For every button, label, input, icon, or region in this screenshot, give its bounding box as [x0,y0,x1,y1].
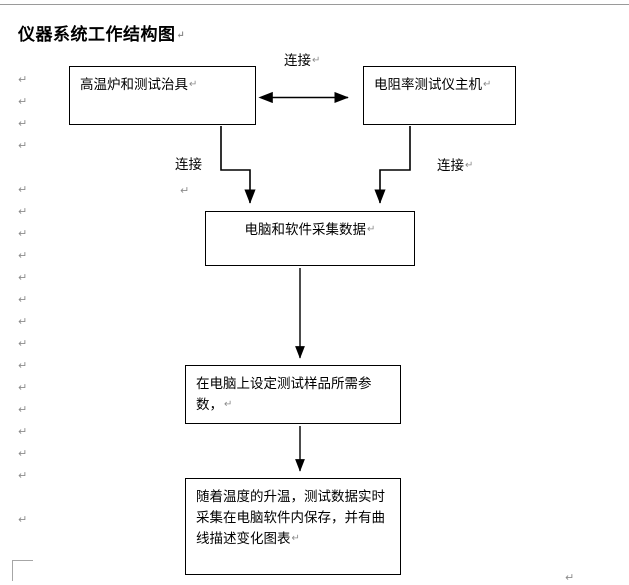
pilcrow-icon: ↵ [224,399,233,410]
paragraph-mark-15: ↵ [18,425,28,438]
flow-node-realtime-record-label: 随着温度的升温，测试数据实时采集在电脑软件内保存，并有曲线描述变化图表↵ [196,489,385,546]
edge-label-connect-top: 连接↵ [284,53,321,68]
top-divider-rule [0,4,629,5]
paragraph-mark-10: ↵ [18,315,28,328]
flow-node-furnace[interactable]: 高温炉和测试治具↵ [69,66,256,125]
pilcrow-icon: ↵ [367,224,376,235]
edge-label-connect-left: 连接 [175,157,202,172]
paragraph-mark-18: ↵ [18,513,28,526]
paragraph-mark-11: ↵ [18,337,28,350]
paragraph-mark-20: ↵ [565,571,575,584]
flow-node-set-parameters-label: 在电脑上设定测试样品所需参数，↵ [196,376,372,412]
flow-node-realtime-record[interactable]: 随着温度的升温，测试数据实时采集在电脑软件内保存，并有曲线描述变化图表↵ [185,478,401,575]
paragraph-mark-3: ↵ [18,139,28,152]
paragraph-mark-17: ↵ [18,469,28,482]
paragraph-mark-14: ↵ [18,403,28,416]
flow-node-resistivity-tester[interactable]: 电阻率测试仪主机↵ [363,66,516,125]
paragraph-mark-13: ↵ [18,381,28,394]
edge-label-connect-right: 连接↵ [437,158,474,173]
edge-tester-acquisition [374,126,411,204]
paragraph-mark-19: ↵ [180,184,190,197]
flow-node-computer-acquisition[interactable]: 电脑和软件采集数据↵ [205,211,415,266]
page-margin-corner-mark [12,560,33,581]
paragraph-mark-5: ↵ [18,205,28,218]
pilcrow-icon: ↵ [483,79,492,90]
page-title: 仪器系统工作结构图↵ [18,20,185,45]
pilcrow-icon: ↵ [176,30,186,41]
paragraph-mark-7: ↵ [18,249,28,262]
paragraph-mark-9: ↵ [18,293,28,306]
page-title-text: 仪器系统工作结构图 [18,25,176,44]
paragraph-mark-6: ↵ [18,227,28,240]
pilcrow-icon: ↵ [189,79,198,90]
paragraph-mark-12: ↵ [18,359,28,372]
pilcrow-icon: ↵ [465,160,474,171]
pilcrow-icon: ↵ [291,533,300,544]
paragraph-mark-4: ↵ [18,183,28,196]
flow-node-resistivity-tester-label: 电阻率测试仪主机↵ [374,77,492,92]
paragraph-mark-8: ↵ [18,271,28,284]
flow-node-computer-acquisition-label: 电脑和软件采集数据↵ [244,222,376,237]
paragraph-mark-0: ↵ [18,73,28,86]
edge-furnace-acquisition [220,126,256,204]
flow-node-set-parameters[interactable]: 在电脑上设定测试样品所需参数，↵ [185,365,401,424]
paragraph-mark-16: ↵ [18,447,28,460]
flow-node-furnace-label: 高温炉和测试治具↵ [80,77,198,92]
pilcrow-icon: ↵ [312,55,321,66]
paragraph-mark-1: ↵ [18,95,28,108]
paragraph-mark-2: ↵ [18,117,28,130]
